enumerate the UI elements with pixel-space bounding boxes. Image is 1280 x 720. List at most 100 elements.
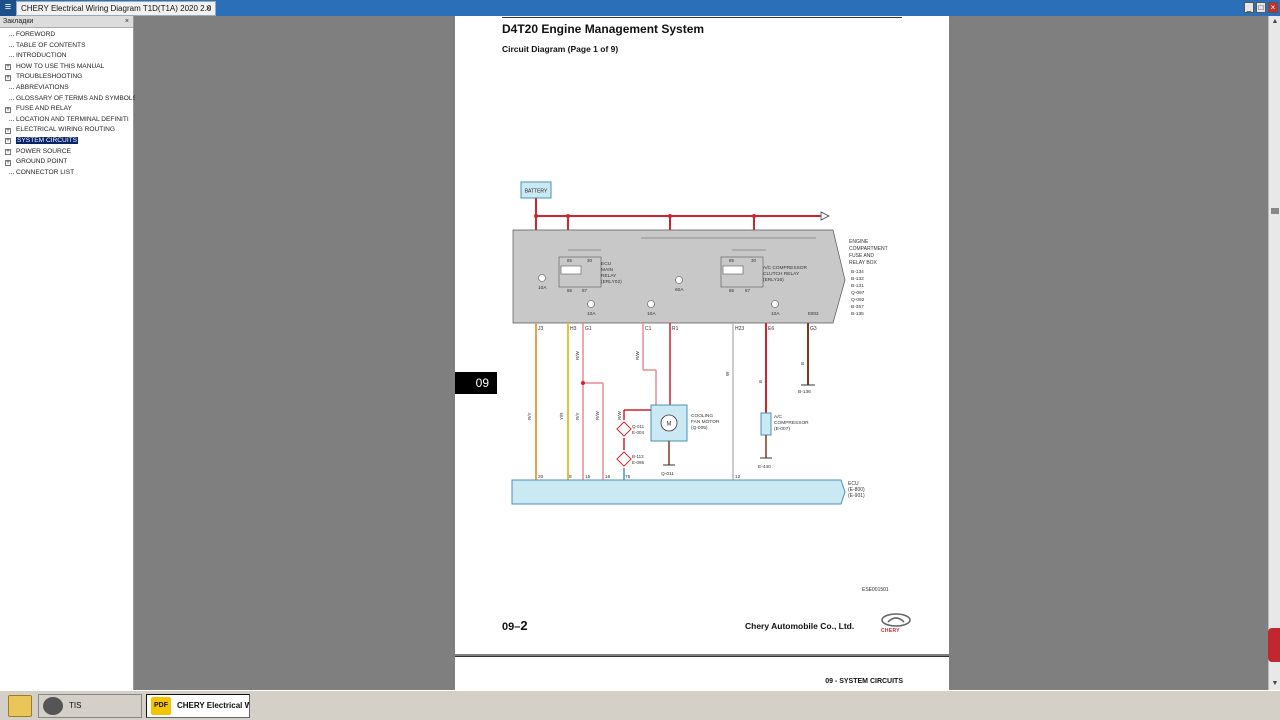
expand-icon[interactable]: + xyxy=(5,138,11,145)
bookmark-item[interactable]: INTRODUCTION xyxy=(0,51,133,62)
tree-line xyxy=(9,35,14,36)
wire-color-label: R/W xyxy=(635,351,640,361)
scroll-thumb[interactable] xyxy=(1271,208,1279,214)
ac-compressor-label-2: COMPRESSOR xyxy=(774,420,809,426)
ecu-pin-label: 20 xyxy=(538,474,544,480)
expand-icon[interactable]: + xyxy=(5,149,11,156)
panel-close-icon[interactable]: × xyxy=(124,18,129,25)
tree-line xyxy=(9,56,14,58)
fuse-box-connector: Q-092 xyxy=(851,297,865,303)
relay-pin-label: 86 xyxy=(729,288,735,293)
scroll-up-icon[interactable]: ▲ xyxy=(1271,18,1279,25)
expand-icon[interactable]: + xyxy=(5,64,11,71)
circuit-diagram: BATTERY ENGINE COMPARTMENT FUSE AND RELA… xyxy=(511,181,888,505)
expand-icon[interactable]: + xyxy=(5,127,11,134)
pin-label: H3 xyxy=(570,326,577,332)
ac-relay-label-2: CLUTCH RELAY xyxy=(763,271,800,277)
figure-code: ESE001501 xyxy=(862,587,889,593)
wire-color-label: W xyxy=(725,371,730,376)
side-widget-icon[interactable] xyxy=(1268,628,1280,662)
relay-pin-label: 86 xyxy=(567,288,573,293)
wire-color-label: R/W xyxy=(575,351,580,361)
fan-motor-label-2: FAN MOTOR xyxy=(691,419,720,425)
fuse-symbols: 10A 10A 60A 10A 10A xyxy=(538,274,780,317)
page-number: 09–2 xyxy=(502,618,528,633)
bookmark-label: GLOSSARY OF TERMS AND SYMBOLS xyxy=(16,94,137,102)
folder-icon[interactable] xyxy=(8,695,32,717)
ecu-pin-label: 12 xyxy=(735,474,741,480)
relay-pin-label: 87 xyxy=(582,288,588,293)
taskbar: TIS PDF CHERY Electrical Wi... xyxy=(0,690,1280,720)
maximize-button[interactable]: □ xyxy=(1256,2,1266,13)
bus-arrow xyxy=(820,211,830,221)
fuse-box-label-3: FUSE AND xyxy=(849,253,874,259)
wire-color-label: Y/R xyxy=(559,412,564,420)
ac-relay-label-1: A/C COMPRESSOR xyxy=(763,265,808,271)
bookmark-item[interactable]: ABBREVIATIONS xyxy=(0,83,133,94)
fuse-rating: 60A xyxy=(675,287,684,293)
fuse-box-connector: B-132 xyxy=(851,276,864,282)
document-tab[interactable]: CHERY Electrical Wiring Diagram T1D(T1A)… xyxy=(16,1,216,16)
document-viewer[interactable]: D4T20 Engine Management System Circuit D… xyxy=(135,16,1268,690)
bookmark-label: CONNECTOR LIST xyxy=(16,168,75,176)
tis-app-icon xyxy=(43,697,63,715)
bookmark-item[interactable]: +ELECTRICAL WIRING ROUTING xyxy=(0,125,133,136)
ac-compressor-relay xyxy=(720,256,764,288)
pin-label: G1 xyxy=(585,326,592,332)
expand-icon[interactable]: + xyxy=(5,159,11,166)
pdf-page: D4T20 Engine Management System Circuit D… xyxy=(455,16,949,654)
bookmark-item[interactable]: +GROUND POINT xyxy=(0,157,133,168)
wire-color-label: R/Y xyxy=(575,412,580,420)
ecu-relay-label-1: ECU xyxy=(601,261,612,267)
logo-text: CHERY xyxy=(881,628,900,634)
bookmark-label: HOW TO USE THIS MANUAL xyxy=(16,62,105,70)
chery-logo-icon xyxy=(881,613,911,627)
bookmark-label: INTRODUCTION xyxy=(16,52,67,60)
expand-icon[interactable]: + xyxy=(5,106,11,113)
svg-text:M: M xyxy=(667,422,672,428)
taskbar-item-chery-pdf[interactable]: PDF CHERY Electrical Wi... xyxy=(146,694,250,718)
document-tab-title: CHERY Electrical Wiring Diagram T1D(T1A)… xyxy=(21,4,212,13)
ground-label: E-440 xyxy=(758,464,771,470)
ecu-relay-label-2: MAIN xyxy=(601,267,614,273)
bookmark-item[interactable]: +TROUBLESHOOTING xyxy=(0,72,133,83)
page-title: D4T20 Engine Management System xyxy=(502,22,705,36)
bookmark-item[interactable]: + POWER SOURCE xyxy=(0,147,133,158)
bookmark-item[interactable]: + FUSE AND RELAY xyxy=(0,104,133,115)
hamburger-menu-icon[interactable]: ≡ xyxy=(0,0,16,16)
ecu-relay-label-3: RELAY xyxy=(601,273,617,279)
bookmarks-header: Закладки × xyxy=(0,16,133,28)
fuse-rating: 10A xyxy=(647,311,656,317)
relay-pin-label: 85 xyxy=(729,258,735,263)
page-subtitle: Circuit Diagram (Page 1 of 9) xyxy=(502,44,619,54)
close-button[interactable]: × xyxy=(1268,2,1278,13)
scroll-down-icon[interactable]: ▼ xyxy=(1271,680,1279,687)
bookmark-label: FUSE AND RELAY xyxy=(16,105,72,113)
bookmark-item[interactable]: GLOSSARY OF TERMS AND SYMBOLS xyxy=(0,94,137,105)
wire-color-label: R/W xyxy=(617,411,622,421)
section-footer: 09 - SYSTEM CIRCUITS xyxy=(825,678,903,685)
title-bar: ≡ CHERY Electrical Wiring Diagram T1D(T1… xyxy=(0,0,1280,16)
bookmark-item[interactable]: +SYSTEM CIRCUITS xyxy=(0,136,133,147)
fuse-box-connector: B-357 xyxy=(851,304,864,310)
minimize-button[interactable]: _ xyxy=(1244,2,1254,13)
ac-relay-label-3: (ERLY16) xyxy=(763,277,784,283)
expand-icon[interactable]: + xyxy=(5,74,11,81)
taskbar-item-tis[interactable]: TIS xyxy=(38,694,142,718)
relay-pin-label: 30 xyxy=(751,258,757,263)
bookmark-label: POWER SOURCE xyxy=(16,147,71,155)
vertical-scrollbar[interactable]: ▲ ▼ xyxy=(1268,16,1280,690)
ground-label: Q-011 xyxy=(661,471,674,477)
bookmark-item[interactable]: FOREWORD xyxy=(0,30,133,41)
ecu-connector-1: (E-800) xyxy=(848,487,865,493)
ecu-connector-2: (E-901) xyxy=(848,493,865,499)
chapter-tab: 09 xyxy=(455,372,497,394)
bookmark-item[interactable]: TABLE OF CONTENTS xyxy=(0,41,133,52)
bookmark-item[interactable]: LOCATION AND TERMINAL DEFINITI xyxy=(0,115,133,126)
ecu-main-relay xyxy=(558,256,602,288)
bookmark-item[interactable]: + HOW TO USE THIS MANUAL xyxy=(0,62,133,73)
bookmark-item[interactable]: CONNECTOR LIST xyxy=(0,168,133,179)
tab-close-icon[interactable]: × xyxy=(205,3,211,13)
ecu-pin-label: 75 xyxy=(625,474,631,480)
